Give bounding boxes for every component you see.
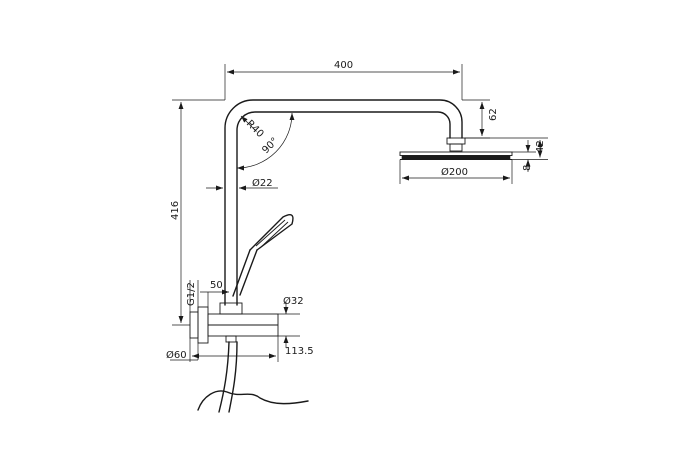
dimension-arm-length: 400 <box>224 60 463 100</box>
dimension-flange-diameter: Ø60 <box>166 343 199 361</box>
dimension-total-height: 416 <box>170 99 225 326</box>
label-pipe-diameter: Ø22 <box>252 177 273 189</box>
wall-bracket <box>189 302 279 344</box>
label-bend-radius: R40 <box>244 118 266 140</box>
label-head-thickness: 8 <box>522 165 533 171</box>
rain-shower-head <box>399 151 513 160</box>
dimension-thread: G1/2 <box>186 280 199 312</box>
dimension-bend: R40 90° <box>236 112 295 171</box>
hose <box>197 341 309 413</box>
dimension-outlet-offset: 50 <box>200 280 229 307</box>
dimension-base-width: 113.5 <box>189 336 314 362</box>
dimension-head-thickness: 8 <box>512 140 536 172</box>
label-total-height: 416 <box>170 201 181 220</box>
dimension-pipe-diameter: Ø22 <box>206 177 278 191</box>
label-flange-diameter: Ø60 <box>166 349 187 361</box>
label-arm-length: 400 <box>334 60 353 71</box>
label-base-width: 113.5 <box>285 346 314 357</box>
dimension-head-diameter: Ø200 <box>399 159 513 184</box>
label-thread: G1/2 <box>186 282 197 306</box>
label-bend-angle: 90° <box>260 136 280 156</box>
hand-shower <box>232 214 294 297</box>
label-head-height: 42 <box>535 140 546 153</box>
label-outlet-offset: 50 <box>210 280 223 291</box>
dimension-arm-drop: 62 <box>462 99 499 139</box>
head-connector <box>446 137 466 152</box>
dimension-bracket-diameter: Ø32 <box>278 295 304 348</box>
label-arm-drop: 62 <box>488 108 499 121</box>
label-bracket-diameter: Ø32 <box>283 295 304 307</box>
label-head-diameter: Ø200 <box>441 166 468 178</box>
